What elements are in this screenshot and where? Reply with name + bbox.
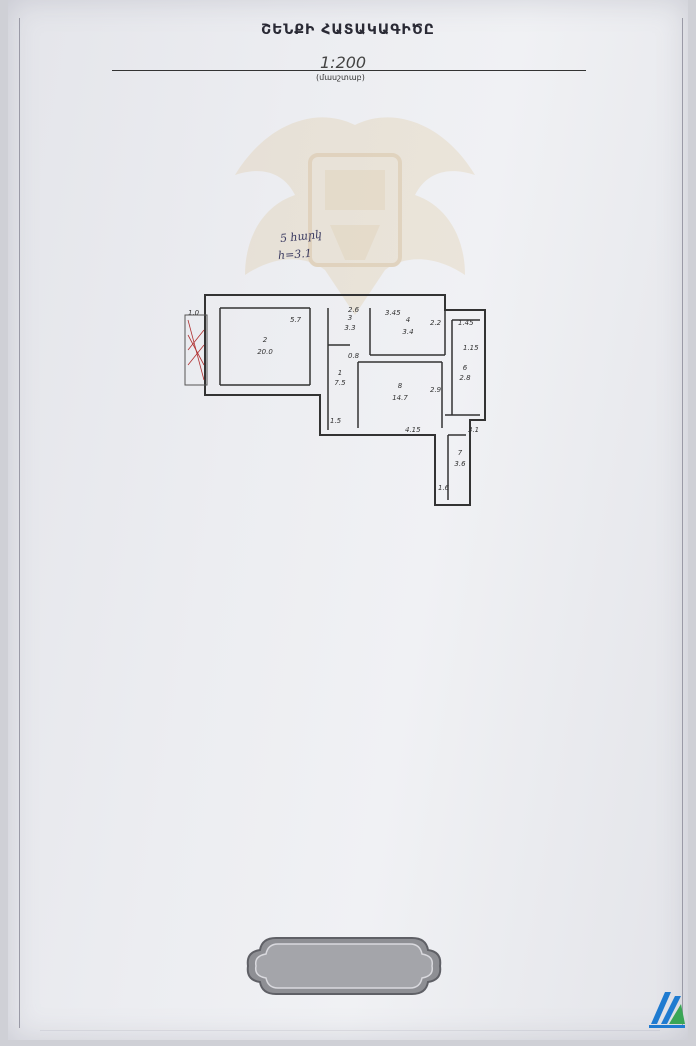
bottom-frame-line: [40, 1030, 660, 1031]
room-8-number: 8: [398, 382, 403, 390]
room-6-number: 6: [463, 364, 468, 372]
dim-label: 3.45: [385, 309, 401, 317]
dim-label: 3.1: [468, 426, 479, 434]
decorative-plaque: [246, 937, 442, 995]
dim-label: 4.15: [405, 426, 421, 434]
dim-label: 5.7: [290, 316, 302, 324]
room-1-number: 1: [338, 369, 342, 377]
dim-label: 2.6: [348, 306, 360, 314]
room-2-area: 20.0: [257, 348, 273, 356]
document-sheet: [8, 0, 688, 1040]
dim-label: 1.6: [438, 484, 450, 492]
room-1-area: 7.5: [334, 379, 346, 387]
floor-plan: 2 20.0 3 3.3 4 3.4 1 7.5 8 14.7 6 2.8 7 …: [184, 294, 486, 506]
dim-label: 1.0: [188, 309, 200, 317]
scale-caption: (մասշտաբ): [316, 73, 365, 82]
scale-value: 1:200: [320, 53, 367, 72]
left-frame-line: [19, 18, 20, 1028]
stair-marks: [187, 319, 205, 381]
dim-label: 2.2: [430, 319, 442, 327]
document-title: ՇԵՆՔԻ ՀԱՏԱԿԱԳԻԾԸ: [261, 22, 435, 38]
right-frame-line: [682, 18, 683, 1028]
room-3-number: 3: [348, 314, 352, 322]
room-7-area: 3.6: [454, 460, 466, 468]
room-7-number: 7: [458, 449, 463, 457]
coat-of-arms-watermark: [235, 117, 475, 315]
room-3-area: 3.3: [344, 324, 355, 332]
room-4-area: 3.4: [402, 328, 413, 336]
brand-logo-icon: [649, 992, 685, 1028]
handwritten-height-note: h=3.1: [277, 246, 313, 263]
dim-label: 1.5: [330, 417, 342, 425]
room-4-number: 4: [406, 316, 410, 324]
title-underline: [112, 70, 586, 71]
dim-label: 2.9: [430, 386, 442, 394]
outer-walls: [204, 294, 486, 506]
dim-label: 1.15: [463, 344, 479, 352]
room-2-number: 2: [263, 336, 268, 344]
dim-label: 1.45: [458, 319, 474, 327]
room-8-area: 14.7: [392, 394, 408, 402]
dim-label: 0.8: [348, 352, 360, 360]
room-6-area: 2.8: [459, 374, 471, 382]
